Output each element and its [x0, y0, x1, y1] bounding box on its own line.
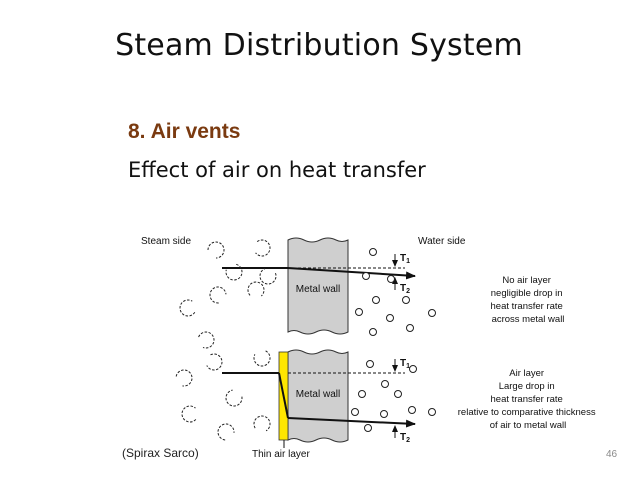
bubble — [364, 424, 372, 432]
bubble — [428, 309, 436, 317]
bubble — [366, 360, 374, 368]
bubble — [394, 390, 402, 398]
bubble — [358, 390, 366, 398]
section-subheading: Effect of air on heat transfer — [128, 158, 426, 182]
bubble — [402, 296, 410, 304]
metal-wall-top-label: Metal wall — [296, 284, 340, 295]
bubble — [408, 406, 416, 414]
swirl-arrow — [259, 268, 277, 285]
t2-label-top: T2 — [400, 283, 410, 295]
section-heading: 8. Air vents — [128, 120, 241, 143]
temp-drop-top — [287, 267, 416, 280]
swirl-arrow — [181, 405, 197, 423]
swirl-arrow — [206, 353, 223, 371]
bubble — [409, 365, 417, 373]
swirl-arrow — [253, 415, 271, 432]
bubble — [362, 272, 370, 280]
t1-label-bottom: T1 — [400, 358, 410, 370]
steam-side-label: Steam side — [141, 236, 191, 247]
bubble — [372, 296, 380, 304]
water-side-label: Water side — [418, 236, 466, 247]
bubble — [428, 408, 436, 416]
swirl-arrow — [198, 331, 215, 349]
bubble — [351, 408, 359, 416]
slide-title: Steam Distribution System — [115, 28, 523, 63]
steam-swirls — [175, 239, 277, 441]
source-credit: (Spirax Sarco) — [122, 446, 199, 460]
temp-drop-air — [278, 372, 289, 419]
swirl-arrow — [217, 423, 235, 441]
swirl-arrow — [207, 241, 225, 259]
swirl-arrow — [247, 281, 265, 297]
bubble — [387, 275, 395, 283]
bubble — [369, 328, 377, 336]
water-bubbles — [351, 248, 436, 432]
bubble — [386, 314, 394, 322]
bubble — [380, 410, 388, 418]
swirl-arrow — [209, 286, 227, 304]
no-air-layer-caption: No air layer negligible drop in heat tra… — [491, 275, 566, 325]
page-number: 46 — [606, 449, 618, 460]
temp-drop-bottom — [287, 417, 416, 428]
bubble — [381, 380, 389, 388]
bubble — [406, 324, 414, 332]
swirl-arrow — [225, 263, 243, 281]
swirl-arrow — [179, 299, 196, 317]
bubble — [355, 308, 363, 316]
air-layer-caption: Air layer Large drop in heat transfer ra… — [458, 368, 598, 431]
thin-air-layer-label: Thin air layer — [252, 449, 310, 460]
swirl-arrow — [225, 389, 243, 407]
bubble — [369, 248, 377, 256]
metal-wall-top — [287, 237, 349, 335]
metal-wall-bottom-label: Metal wall — [296, 389, 340, 400]
swirl-arrow — [253, 350, 271, 367]
swirl-arrow — [175, 369, 193, 387]
t2-label-bottom: T2 — [400, 432, 410, 444]
swirl-arrow — [255, 239, 271, 257]
t1-label-top: T1 — [400, 253, 410, 265]
